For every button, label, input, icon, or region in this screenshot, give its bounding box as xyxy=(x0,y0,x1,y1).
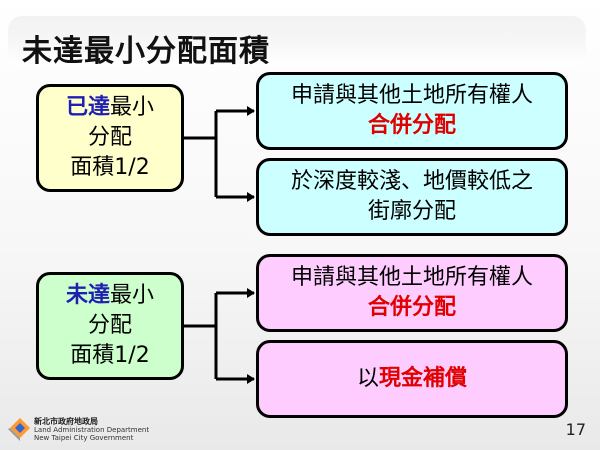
top-merge-line1: 申請與其他土地所有權人 xyxy=(290,83,533,108)
bottom-merge-box: 申請與其他土地所有權人 合併分配 xyxy=(256,254,568,332)
not-reached-half-line2: 分配 xyxy=(87,313,132,338)
reached-half-line1: 已達最小 xyxy=(66,93,154,123)
org-name-en2: New Taipei City Government xyxy=(34,434,134,442)
bottom-merge-line1: 申請與其他土地所有權人 xyxy=(290,265,533,290)
not-reached-line1-rest: 最小 xyxy=(110,283,155,308)
top-merge-box: 申請與其他土地所有權人 合併分配 xyxy=(256,72,568,150)
org-logo-text: 新北市政府地政局 Land Administration Department … xyxy=(34,417,150,443)
not-reached-half-line3: 面積1/2 xyxy=(70,343,150,368)
title-bar xyxy=(8,16,586,66)
shallow-block-line1: 於深度較淺、地價較低之 xyxy=(290,169,533,194)
org-name-zh: 新北市政府地政局 xyxy=(34,417,98,426)
page-number: 17 xyxy=(565,420,586,439)
cash-compensation-box: 以現金補償 xyxy=(256,340,568,418)
shallow-block-box: 於深度較淺、地價較低之 街廓分配 xyxy=(256,158,568,236)
reached-half-box: 已達最小 分配 面積1/2 xyxy=(36,84,184,192)
reached-highlight: 已達 xyxy=(65,95,110,120)
not-reached-half-line1: 未達最小 xyxy=(66,281,154,311)
reached-line1-rest: 最小 xyxy=(110,95,155,120)
slide-title: 未達最小分配面積 xyxy=(22,34,270,69)
cash-compensation-line: 以現金補償 xyxy=(357,364,467,394)
reached-half-line3: 面積1/2 xyxy=(70,155,150,180)
not-reached-highlight: 未達 xyxy=(65,283,110,308)
shallow-block-line2: 街廓分配 xyxy=(367,199,456,224)
top-merge-line2: 合併分配 xyxy=(367,113,456,138)
cash-prefix: 以 xyxy=(356,366,379,391)
logo-icon xyxy=(8,418,30,441)
org-name-en1: Land Administration Department xyxy=(34,426,150,434)
not-reached-half-box: 未達最小 分配 面積1/2 xyxy=(36,272,184,380)
cash-highlight: 現金補償 xyxy=(379,366,468,391)
reached-half-line2: 分配 xyxy=(87,125,132,150)
bottom-merge-line2: 合併分配 xyxy=(367,295,456,320)
